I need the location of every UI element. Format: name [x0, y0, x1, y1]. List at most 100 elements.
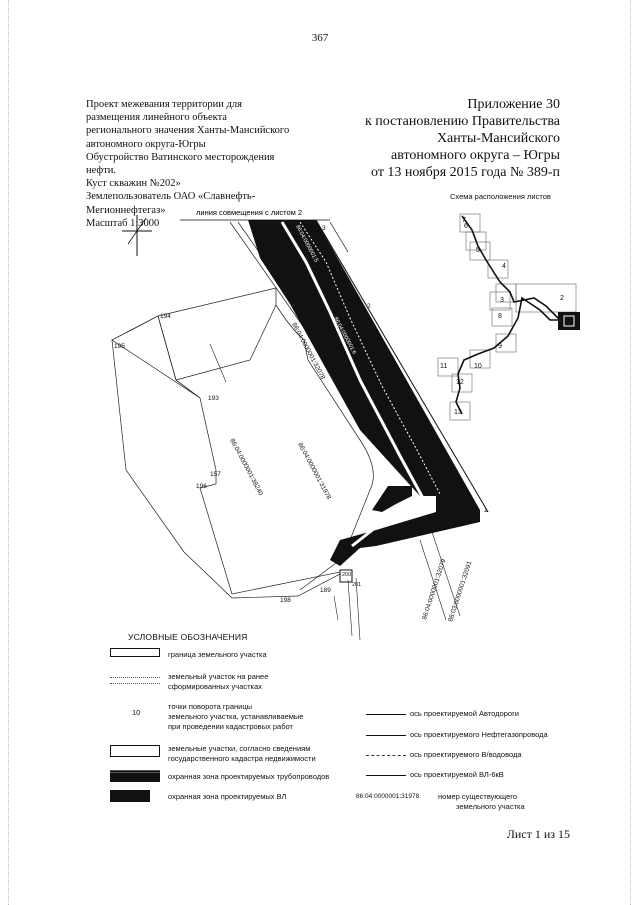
point-label: 195	[114, 343, 125, 350]
legend-line: государственного кадастра недвижимости	[168, 754, 316, 763]
parcel-inner	[175, 304, 277, 381]
appendix-line: Ханты-Мансийского	[436, 131, 560, 146]
legend-sample-point: 10	[132, 708, 141, 717]
title-line: Землепользователь ОАО «Славнефть-	[86, 191, 256, 203]
legend-text: ось проектируемой ВЛ-6кВ	[410, 770, 504, 779]
legend-text: земельные участки, согласно сведениям го…	[168, 744, 316, 764]
legend-symbol-prev	[110, 674, 160, 686]
legend-symbol-pipeline-zone	[110, 770, 160, 782]
legend-text: ось проектируемого Нефтегазопровода	[410, 730, 548, 739]
legend-symbol-road-axis	[366, 714, 406, 715]
sheet-cell	[469, 241, 491, 261]
legend-symbol-oil-axis	[366, 735, 406, 736]
sheet-cell	[491, 307, 513, 327]
route-line	[455, 215, 562, 415]
sheet-cell	[469, 349, 491, 369]
sheet-number: 4	[502, 263, 506, 270]
sheet-number: 9	[498, 343, 502, 350]
page-number: 367	[311, 32, 329, 44]
appendix-line: автономного округа – Югры	[391, 148, 560, 163]
north-arrow-icon	[122, 215, 152, 256]
legend-line: точки поворота границы	[168, 702, 253, 711]
legend-symbol-water-axis	[366, 755, 406, 756]
sheet-cell	[437, 357, 459, 377]
current-sheet-inner	[563, 315, 575, 327]
sheet-cell	[449, 401, 471, 421]
title-line: Куст скважин №202»	[86, 178, 181, 190]
road-edge	[229, 221, 301, 323]
parcel-label: 86:04:0000001:31978	[296, 442, 332, 501]
appendix-line: к постановлению Правительства	[364, 114, 560, 129]
parcel-label: 86:04:0000001:32079	[421, 558, 447, 621]
current-sheet-marker	[558, 312, 580, 330]
legend-line: земельный участок на ранее	[168, 672, 269, 681]
page-border-right	[630, 0, 632, 905]
sheet-number: 3	[500, 297, 504, 304]
sheet-number: 12	[456, 379, 464, 386]
legend-line: при проведении кадастровых работ	[168, 722, 293, 731]
sheet-cell	[515, 283, 577, 313]
legend-sample-cadastral-number: 86:04:0000001:31978	[356, 793, 420, 800]
legend-line: номер существующего	[438, 792, 518, 801]
pipeline-spur	[372, 486, 412, 512]
title-line: автономного округа-Югры	[86, 138, 206, 150]
legend-line: сформированных участках	[168, 682, 262, 691]
title-line: Обустройство Ватинского месторождения	[86, 151, 275, 163]
sheet-cell	[451, 373, 473, 393]
title-line: нефти.	[86, 165, 117, 177]
inset-title: Схема расположения листов	[450, 192, 551, 201]
sheet-number-footer: Лист 1 из 15	[506, 827, 570, 841]
road-lines-southeast	[419, 531, 461, 621]
legend-text: ось проектируемой Автодороги	[410, 709, 519, 718]
point-label: 196	[196, 483, 207, 490]
sheet-number: 8	[498, 313, 502, 320]
point-label: 3	[322, 225, 326, 232]
appendix-line: Приложение 30	[467, 97, 560, 112]
legend-line: земельного участка, устанавливаемые	[168, 712, 304, 721]
sheet-number: 5	[476, 247, 480, 254]
point-label: 189	[320, 587, 331, 594]
pipeline-protection-zone	[248, 220, 480, 566]
legend-text: точки поворота границы земельного участк…	[168, 702, 303, 732]
road-lines-south	[333, 577, 361, 641]
page-border-left	[8, 0, 10, 905]
sheet-number: 13	[454, 409, 462, 416]
scale-label: Масштаб 1:3000	[86, 217, 160, 229]
parcel-label: 86:03:0000001:32091	[447, 560, 473, 623]
parcel-label: 86:04:0000001:38240	[228, 438, 264, 497]
legend-symbol-vl-zone	[110, 790, 150, 802]
appendix-line: от 13 ноября 2015 года № 389-п	[371, 165, 560, 180]
appendix-header: Приложение 30 к постановлению Правительс…	[300, 96, 560, 181]
legend-symbol-boundary	[110, 648, 160, 660]
sheet-number: 2	[560, 295, 564, 302]
title-line: регионального значения Ханты-Мансийского	[86, 125, 290, 137]
point-label: 194	[160, 313, 171, 320]
project-title: Проект межевания территории для размещен…	[86, 98, 321, 230]
parcel-edge	[111, 315, 201, 399]
point-label: 198	[280, 597, 291, 604]
legend-line: земельного участка	[456, 802, 525, 811]
legend-text: охранная зона проектируемых ВЛ	[168, 792, 287, 801]
legend-symbol-cadastre	[110, 745, 160, 757]
sheet-number: 10	[474, 363, 482, 370]
legend-line: земельные участки, согласно сведениям	[168, 744, 311, 753]
point-label: 200	[342, 572, 351, 578]
point-box-200	[339, 569, 353, 583]
sheet-number: 7	[462, 217, 466, 224]
legend-symbol-vl-axis	[366, 775, 406, 776]
point-label: 2	[367, 303, 371, 310]
corridor-boundary	[315, 219, 489, 513]
legend-text: граница земельного участка	[168, 650, 267, 659]
point-label: 157	[210, 471, 221, 478]
title-line: Мегионнефтегаз»	[86, 204, 166, 216]
title-line: размещения линейного объекта	[86, 112, 227, 124]
sheet-number: 11	[440, 363, 447, 370]
title-line: Проект межевания территории для	[86, 99, 242, 110]
legend-text: ось проектируемого В/водовода	[410, 750, 522, 759]
boundary-tick	[329, 221, 349, 253]
sheet-number: 6	[464, 223, 468, 230]
point-label: 193	[208, 395, 219, 402]
parcel-32078	[157, 287, 374, 591]
sheet-cell	[489, 291, 511, 311]
